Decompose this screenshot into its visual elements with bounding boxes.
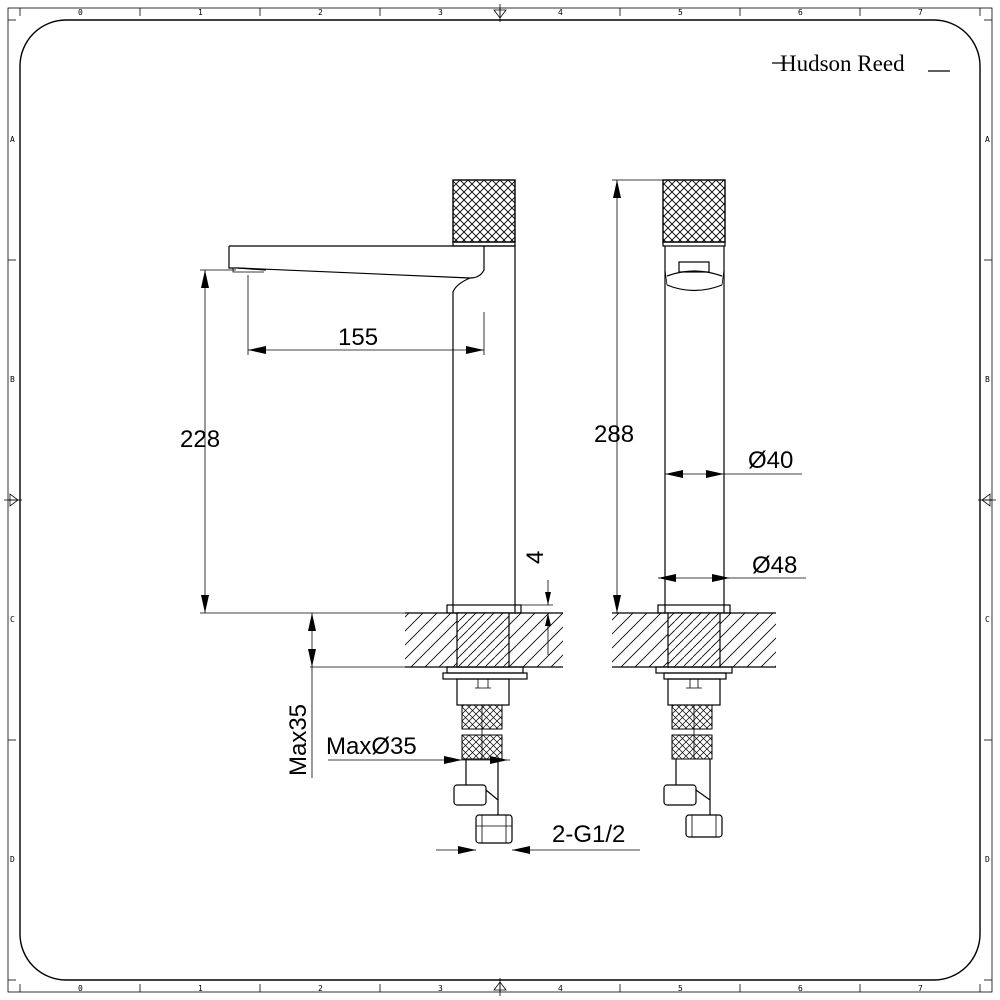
dim-body-diameter: Ø40 bbox=[748, 447, 793, 474]
top-center-mark bbox=[493, 4, 507, 22]
bottom-center-mark bbox=[493, 978, 507, 996]
dimension-labels: 155 228 288 Ø40 Ø48 4 Max35 MaxØ35 2-G1/… bbox=[180, 324, 797, 848]
row-label-left: D bbox=[10, 855, 15, 864]
dim-max-hole: MaxØ35 bbox=[326, 733, 417, 760]
right-center-mark bbox=[978, 493, 996, 507]
col-label-top: 2 bbox=[318, 8, 323, 17]
row-label-right: D bbox=[985, 855, 990, 864]
row-label-right: B bbox=[985, 375, 990, 384]
row-label-left: C bbox=[10, 615, 15, 624]
col-label-bottom: 2 bbox=[318, 984, 323, 993]
side-view bbox=[228, 179, 563, 844]
col-label-bottom: 1 bbox=[198, 984, 203, 993]
col-label-top: 7 bbox=[918, 8, 923, 17]
column-ticks: 0 0 1 1 2 2 3 3 4 4 5 5 6 6 7 7 bbox=[19, 8, 981, 993]
dimension-lines bbox=[200, 179, 806, 854]
dim-max-deck: Max35 bbox=[285, 704, 312, 776]
row-label-right: A bbox=[985, 135, 990, 144]
row-label-left: B bbox=[10, 375, 15, 384]
dim-base-plate: 4 bbox=[522, 551, 549, 564]
col-label-bottom: 7 bbox=[918, 984, 923, 993]
dim-overall-height: 288 bbox=[594, 421, 634, 448]
col-label-top: 1 bbox=[198, 8, 203, 17]
dim-connections: 2-G1/2 bbox=[552, 821, 625, 848]
row-ticks: A A B B C C D D bbox=[8, 19, 992, 981]
col-label-top: 5 bbox=[678, 8, 683, 17]
row-label-right: C bbox=[985, 615, 990, 624]
left-center-mark bbox=[4, 493, 22, 507]
brand-name: Hudson Reed bbox=[780, 51, 905, 76]
col-label-bottom: 0 bbox=[78, 984, 83, 993]
row-label-left: A bbox=[10, 135, 15, 144]
col-label-bottom: 6 bbox=[798, 984, 803, 993]
col-label-bottom: 5 bbox=[678, 984, 683, 993]
handle-knurled-front bbox=[662, 179, 726, 243]
body-front bbox=[664, 246, 725, 613]
dim-spout-reach: 155 bbox=[338, 324, 378, 351]
base-plate-front bbox=[657, 604, 731, 614]
col-label-top: 6 bbox=[798, 8, 803, 17]
brand-logo: Hudson Reed bbox=[772, 51, 950, 76]
col-label-top: 3 bbox=[438, 8, 443, 17]
handle-knurled-side bbox=[452, 179, 516, 243]
base-plate-side bbox=[446, 604, 522, 614]
col-label-bottom: 3 bbox=[438, 984, 443, 993]
drawing-frame: 0 0 1 1 2 2 3 3 4 4 5 5 6 6 7 7 A A B B C C D D bbox=[4, 4, 996, 996]
front-view bbox=[612, 179, 776, 838]
dim-spout-height: 228 bbox=[180, 426, 220, 453]
col-label-bottom: 4 bbox=[558, 984, 563, 993]
col-label-top: 0 bbox=[78, 8, 83, 17]
dim-base-diameter: Ø48 bbox=[752, 552, 797, 579]
spout-top bbox=[229, 245, 516, 613]
col-label-top: 4 bbox=[558, 8, 563, 17]
